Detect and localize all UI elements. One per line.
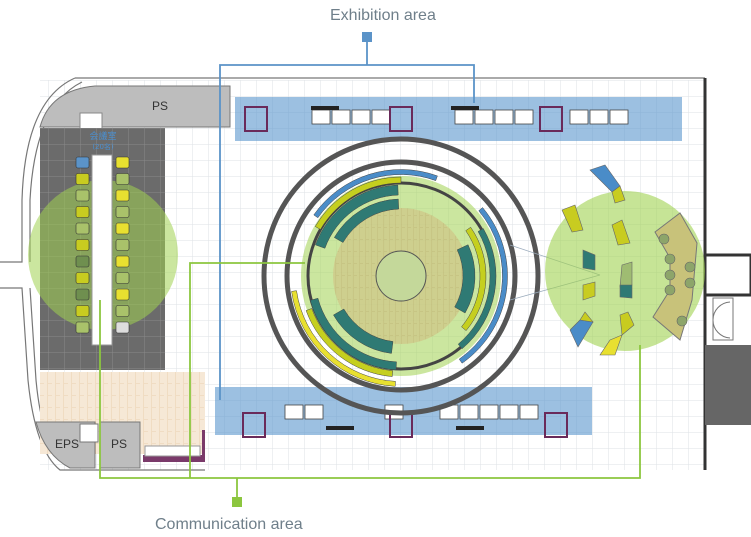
chair: [115, 255, 130, 268]
chair: [75, 156, 90, 169]
monitor-icon: [451, 106, 479, 110]
display-case: [499, 404, 519, 420]
display-case: [459, 404, 479, 420]
display-case: [519, 404, 539, 420]
chair: [115, 206, 130, 218]
monitor-icon: [311, 106, 339, 110]
chair: [75, 288, 90, 301]
display-cases: [242, 106, 629, 438]
chair: [115, 222, 130, 235]
meeting-room: [28, 128, 178, 370]
chair: [75, 173, 90, 185]
display-case: [454, 109, 474, 125]
chair: [75, 206, 90, 218]
chair: [115, 239, 130, 251]
ps-bottom-room: [99, 421, 141, 469]
meeting-room-label: 会議室 (20名): [86, 132, 120, 152]
display-case: [569, 109, 589, 125]
communication-area-label: Communication area: [155, 516, 303, 533]
display-case: [514, 109, 534, 125]
central-circle: [261, 136, 541, 416]
display-case: [494, 109, 514, 125]
chair: [75, 321, 90, 334]
exhibition-connector: [219, 42, 475, 400]
monitor-icon: [456, 426, 484, 430]
chair: [115, 156, 130, 169]
seating-arc: [314, 176, 402, 230]
display-case: [331, 109, 351, 125]
lounge-circle: [509, 164, 734, 356]
chair: [75, 305, 90, 317]
seating-arc: [291, 290, 396, 387]
display-case: [304, 404, 324, 420]
display-case: [351, 109, 371, 125]
chair: [75, 239, 90, 251]
seating-arc: [333, 308, 394, 354]
ps-bottom-label: PS: [111, 437, 128, 451]
display-case: [474, 109, 494, 125]
seating-arc: [454, 244, 476, 314]
seating-arc: [315, 184, 399, 249]
chair: [75, 272, 90, 284]
seating-arc: [313, 169, 438, 219]
communication-connector: [99, 262, 641, 498]
display-stand: [544, 412, 568, 438]
ps-top-room: [39, 85, 231, 128]
building-outline: [0, 77, 751, 471]
chair: [115, 173, 130, 185]
display-stand: [242, 412, 266, 438]
chair: [115, 321, 130, 334]
display-stand: [244, 106, 268, 132]
monitor-icon: [326, 426, 354, 430]
display-stand: [389, 106, 413, 132]
chair: [75, 255, 90, 268]
chair: [75, 222, 90, 235]
display-stand: [539, 106, 563, 132]
display-case: [609, 109, 629, 125]
seating-arc: [461, 226, 487, 331]
communication-marker-icon: [232, 497, 242, 507]
chair: [115, 288, 130, 301]
chair: [115, 189, 130, 202]
display-case: [311, 109, 331, 125]
display-case: [479, 404, 499, 420]
exhibition-marker-icon: [362, 32, 372, 42]
seating-arc: [309, 297, 397, 371]
display-case: [371, 109, 391, 125]
ps-top-label: PS: [152, 99, 169, 113]
chair: [115, 272, 130, 284]
chair: [75, 189, 90, 202]
display-case: [589, 109, 609, 125]
eps-label: EPS: [55, 437, 80, 451]
meeting-room-name: 会議室: [89, 132, 117, 142]
chair: [115, 305, 130, 317]
exhibition-area-label: Exhibition area: [330, 7, 436, 24]
seating-arc: [305, 308, 393, 377]
seating-arc: [458, 207, 508, 364]
meeting-room-capacity: (20名): [92, 143, 114, 151]
seating-arc: [333, 198, 399, 243]
display-case: [284, 404, 304, 420]
